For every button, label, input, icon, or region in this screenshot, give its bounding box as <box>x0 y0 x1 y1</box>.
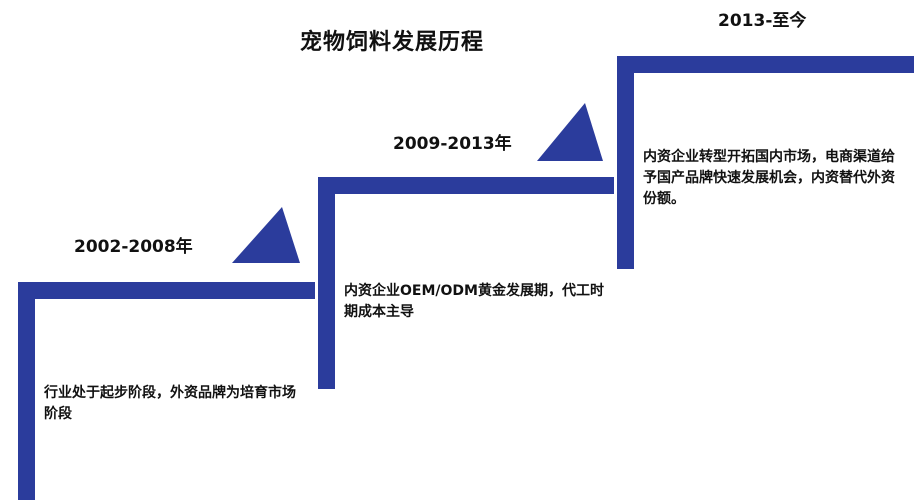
stage-2-arrow-triangle <box>537 103 603 161</box>
stage-1-step-side <box>18 282 35 500</box>
stage-1-description: 行业处于起步阶段，外资品牌为培育市场阶段 <box>44 385 296 422</box>
stage-1-step-top <box>18 282 315 299</box>
stage-2-step-side <box>318 177 335 389</box>
stage-3-step-top <box>617 56 914 73</box>
diagram-title: 宠物饲料发展历程 <box>300 30 485 55</box>
stage-2-period: 2009-2013年 <box>393 134 512 154</box>
stage-2-description: 内资企业OEM/ODM黄金发展期，代工时期成本主导 <box>344 283 604 320</box>
stage-1-arrow-triangle <box>232 207 300 263</box>
stage-3-step-side <box>617 56 634 269</box>
stage-2-step-top <box>318 177 614 194</box>
stage-3-period: 2013-至今 <box>718 11 807 31</box>
stage-3-description: 内资企业转型开拓国内市场，电商渠道给予国产品牌快速发展机会，内资替代外资份额。 <box>643 149 895 207</box>
stage-1-period: 2002-2008年 <box>74 237 193 257</box>
